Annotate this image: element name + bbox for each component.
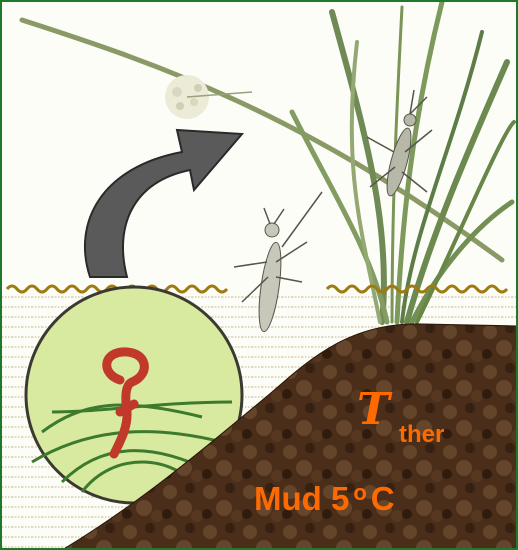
curved-arrow-icon: [85, 130, 242, 277]
temperature-unit: C: [371, 480, 395, 517]
grass-flower: [165, 75, 252, 119]
mud-temperature-label: Mud 5oC: [254, 482, 395, 515]
mud-value: Mud 5: [254, 480, 349, 517]
degree-mark: o: [353, 480, 366, 505]
temperature-symbol: T: [357, 388, 390, 432]
temperature-label-suffix: ther: [399, 423, 444, 447]
